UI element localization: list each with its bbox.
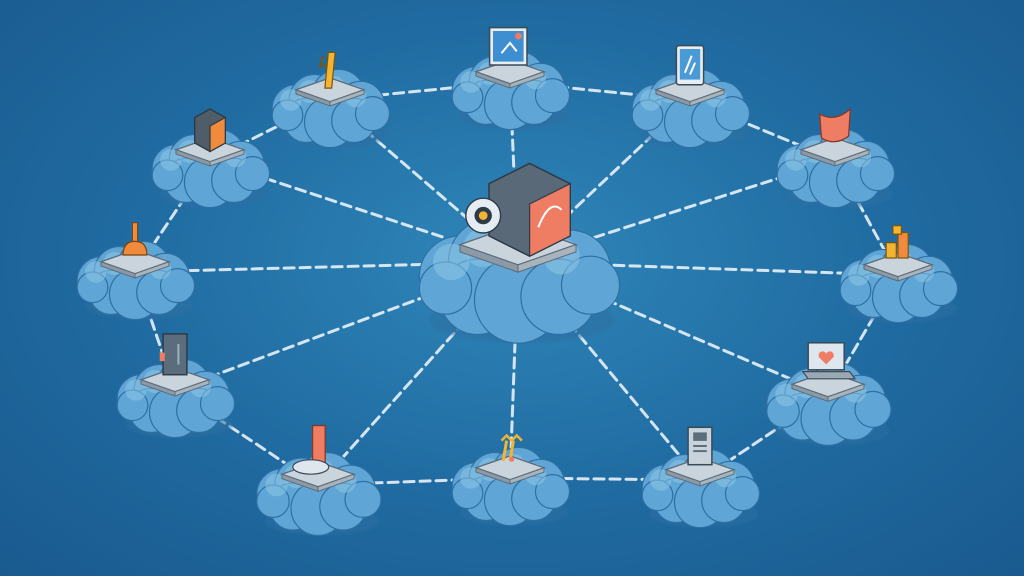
node-right-flag (776, 107, 896, 209)
node-top-left-box (151, 108, 271, 209)
laptop-heart-icon (801, 342, 857, 380)
tablet-icon (675, 44, 705, 86)
hub-connection-line (173, 260, 520, 392)
node-bottom-right-pc (641, 426, 761, 529)
node-top-left-tower (271, 51, 391, 149)
node-top-right-tablet (631, 44, 751, 149)
desk-lamp-icon (122, 222, 148, 256)
antenna-tower-icon (318, 51, 336, 89)
server-box-icon (193, 108, 227, 153)
node-left-lamp (76, 222, 196, 321)
antenna-device-icon (500, 433, 523, 462)
door-device-icon (159, 333, 188, 376)
node-bottom-left-tower (256, 424, 382, 536)
node-top-monitor (451, 26, 571, 131)
node-right-blocks (839, 225, 959, 324)
flag-icon (818, 107, 852, 143)
orange-tower-icon (292, 424, 330, 475)
node-left-door (116, 333, 236, 439)
monitor-screen-icon (488, 26, 528, 66)
cloud-nodes (76, 26, 959, 536)
node-bottom-antenna (451, 433, 571, 527)
desktop-tower-icon (687, 426, 713, 466)
node-right-laptop (766, 342, 892, 446)
server-with-camera-icon (465, 162, 571, 258)
building-blocks-icon (885, 225, 909, 259)
central-hub (418, 162, 621, 344)
